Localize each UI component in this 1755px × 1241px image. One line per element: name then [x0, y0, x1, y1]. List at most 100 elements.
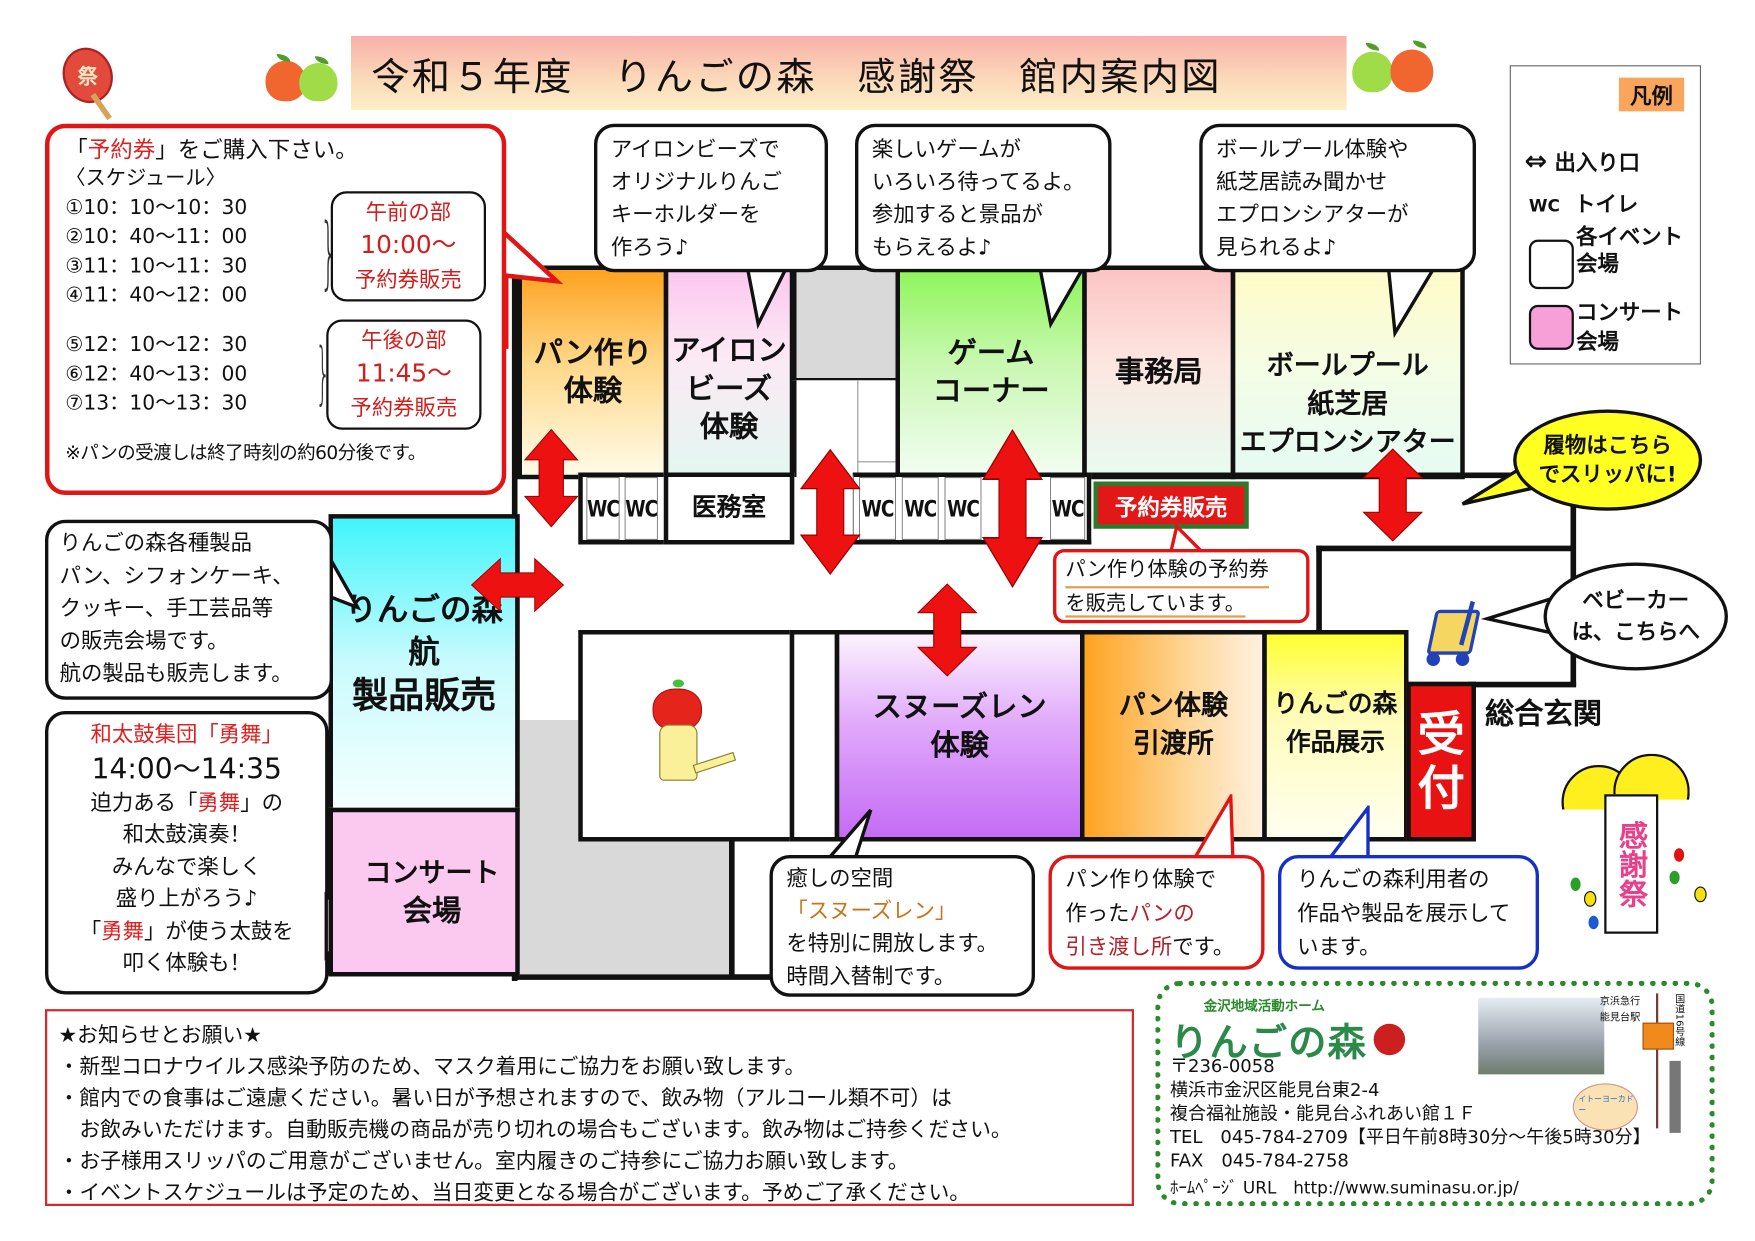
- page-title: 令和５年度 りんごの森 感謝祭 館内案内図: [351, 36, 1347, 111]
- highway-road: [1669, 1060, 1681, 1133]
- room-exhibit[interactable]: りんごの森作品展示: [1262, 630, 1409, 842]
- legend-item-event-venue: 各イベント会場: [1527, 224, 1696, 292]
- notice-item: ・お子様用スリッパのご用意がございません。室内履きのご持参にご協力お願い致します…: [58, 1149, 909, 1174]
- ticket-sale-callout: パン作り体験の予約券 を販売しています。: [1053, 549, 1310, 624]
- facility-subtitle: 金沢地域活動ホーム: [1203, 997, 1325, 1014]
- exhibit-callout: りんごの森利用者の作品や製品を展示しています。: [1278, 855, 1539, 970]
- reception-label: 受: [1417, 706, 1465, 762]
- taiko-time: 14:00〜14:35: [91, 752, 282, 785]
- main-entrance-label: 総合玄関: [1485, 697, 1603, 732]
- facility-fax: FAX 045-784-2758: [1170, 1149, 1349, 1172]
- room-concert[interactable]: コンサート会場: [328, 807, 520, 977]
- wc-5[interactable]: WC: [944, 477, 982, 540]
- time-slot: ⑥12：40〜13：00: [65, 362, 248, 386]
- ticket-booth[interactable]: 予約券販売: [1093, 481, 1249, 529]
- room-bread-pickup[interactable]: パン体験引渡所: [1080, 630, 1267, 842]
- afternoon-slot-list: ⑤12：10〜12：30 ⑥12：40〜13：00 ⑦13：10〜13：30: [65, 331, 486, 419]
- snoezelen-callout: 癒しの空間 「スヌーズレン」 を特別に開放します。 時間入替制です。: [769, 855, 1035, 997]
- notice-item: ・新型コロナウイルス感染予防のため、マスク着用にご協力をお願い致します。: [58, 1055, 806, 1079]
- room-label: ゲーム: [947, 336, 1035, 371]
- reception-label: 付: [1417, 760, 1465, 816]
- products-callout: りんごの森各種製品パン、シフォンケーキ、クッキー、手工芸品等の販売会場です。航の…: [45, 519, 333, 700]
- morning-slot-list: ①10：10〜10：30 ②10：40〜11：00 ③11：10〜11：30 ④…: [65, 194, 486, 311]
- upper-corridor-wall: [1086, 472, 1577, 479]
- facility-logo: りんごの森: [1170, 1011, 1406, 1066]
- wc-2[interactable]: WC: [624, 477, 658, 540]
- wc-3[interactable]: WC: [859, 477, 896, 540]
- apple-pair-left-icon: [263, 52, 349, 104]
- legend-item-concert-venue: コンサート会場: [1527, 298, 1696, 361]
- stroller-icon: [1420, 600, 1483, 671]
- room-label: 紙芝居: [1307, 388, 1389, 420]
- reception-desk[interactable]: 受付: [1406, 681, 1476, 842]
- room-label: コーナー: [932, 374, 1050, 409]
- time-slot: ①10：10〜10：30: [65, 195, 248, 220]
- apple-pair-right-icon: [1348, 38, 1443, 97]
- wc-icon: WC: [1528, 195, 1560, 216]
- bread-pickup-callout: パン作り体験で 作ったパンの 引き渡し所です。: [1048, 855, 1265, 970]
- game-callout: 楽しいゲームがいろいろ待ってるよ。参加すると景品がもらえるよ♪: [855, 123, 1112, 273]
- ticket-booth-label: 予約券販売: [1114, 493, 1228, 521]
- east-wing-left: [1316, 545, 1322, 642]
- legend: 凡例 ⇔ 出入り口 WC トイレ 各イベント会場 コンサート会場: [1509, 65, 1701, 365]
- room-label: 体験: [563, 374, 623, 409]
- legend-item-toilet: WC トイレ: [1528, 192, 1639, 218]
- room-label: コンサート: [364, 857, 500, 889]
- room-label: 医務室: [691, 493, 767, 522]
- room-label: ボールプール: [1266, 349, 1429, 382]
- room-label: 体験: [699, 410, 759, 445]
- facility-postal: 〒236-0058: [1170, 1055, 1275, 1077]
- festival-fan-icon: 祭: [54, 40, 121, 124]
- wc-1[interactable]: WC: [586, 477, 620, 540]
- reservation-callout: 「予約券」をご購入下さい。 〈スケジュール〉 ①10：10〜10：30 ②10：…: [45, 123, 507, 495]
- access-map: 京浜急行 能見台駅 国道16号線 イトーヨーカドー: [1566, 993, 1710, 1139]
- room-ball-pool[interactable]: ボールプール紙芝居エプロンシアター: [1230, 265, 1465, 480]
- station-icon: [1642, 1022, 1674, 1050]
- room-label: 引渡所: [1132, 727, 1214, 760]
- room-office[interactable]: 事務局: [1082, 265, 1236, 480]
- time-slot: ④11：40〜12：00: [65, 283, 248, 308]
- products-callout-tail: [328, 553, 362, 611]
- room-label: エプロンシアター: [1239, 426, 1456, 458]
- entrance-wall: [1468, 681, 1577, 688]
- room-products-sale[interactable]: りんごの森航製品販売: [328, 514, 520, 813]
- facility-tel: TEL 045-784-2709【平日午前8時30分〜午後5時30分】: [1170, 1126, 1651, 1148]
- bread-pickup-note: ※パンの受渡しは終了時刻の約60分後です。: [65, 442, 426, 464]
- title-text: 令和５年度 りんごの森 感謝祭 館内案内図: [371, 54, 1222, 100]
- room-label: ビーズ: [685, 372, 773, 407]
- room-label: 事務局: [1114, 355, 1203, 390]
- east-wing-top: [1316, 545, 1575, 552]
- pink-bubble-icon: [1528, 304, 1574, 350]
- ball-pool-callout: ボールプール体験や紙芝居読み聞かせエプロンシアターが見られるよ♪: [1199, 123, 1476, 273]
- fan-label: 祭: [77, 65, 98, 89]
- stroller-callout: ベビーカーは、こちらへ: [1543, 562, 1728, 671]
- room-label: 航: [408, 632, 440, 670]
- room-label: 会場: [402, 894, 462, 929]
- iron-beads-callout: アイロンビーズでオリジナルりんごキーホルダーを作ろう♪: [594, 123, 828, 273]
- room-medical[interactable]: 医務室: [663, 472, 795, 545]
- game-callout-tail: [1037, 265, 1087, 329]
- wc-4[interactable]: WC: [901, 477, 939, 540]
- taiko-callout: 和太鼓集団「勇舞」 14:00〜14:35 迫力ある「勇舞」の 和太鼓演奏！ み…: [45, 711, 329, 995]
- slippers-callout: 履物はこちらでスリッパに!: [1513, 409, 1703, 511]
- railway-line: [1656, 993, 1659, 1129]
- gray-area-lower-wall: [729, 832, 735, 979]
- room-label: パン体験: [1118, 689, 1229, 722]
- badge-text: 感謝祭: [1613, 820, 1648, 908]
- wc-6[interactable]: WC: [1050, 477, 1086, 540]
- facility-url[interactable]: ﾎｰﾑﾍﾟｰｼﾞ URL http://www.suminasu.or.jp/: [1170, 1177, 1519, 1199]
- notice-item: ・館内での食事はご遠慮ください。暑い日が予想されますので、飲み物（アルコール類不…: [58, 1086, 952, 1111]
- room-label: 製品販売: [352, 673, 497, 717]
- facility-address: 横浜市金沢区能見台東2-4: [1170, 1078, 1380, 1101]
- room-game-corner[interactable]: ゲームコーナー: [895, 265, 1087, 480]
- room-label: アイロン: [671, 334, 787, 368]
- facility-building: 複合福祉施設・能見台ふれあい館１Ｆ: [1170, 1102, 1477, 1124]
- room-label: りんごの森: [1273, 690, 1398, 719]
- reservation-ticket-highlight: 予約券: [87, 136, 156, 164]
- ball-pool-callout-tail: [1386, 265, 1438, 339]
- room-bread-making[interactable]: パン作り体験: [517, 265, 669, 480]
- iron-beads-callout-tail: [745, 265, 790, 330]
